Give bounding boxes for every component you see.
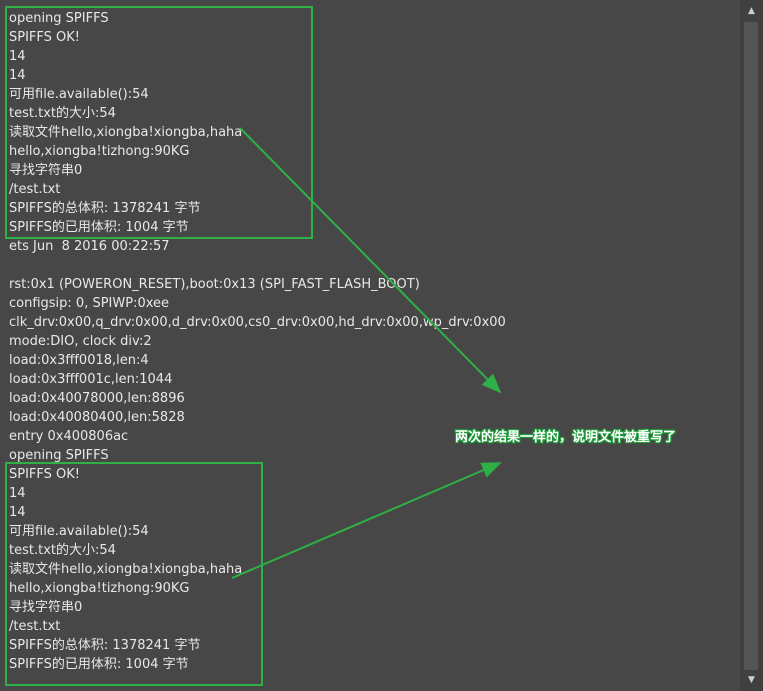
log-line: 读取文件hello,xiongba!xiongba,haha — [9, 562, 243, 577]
log-line: /test.txt — [9, 619, 61, 634]
log-line: 14 — [9, 505, 26, 520]
log-line: test.txt的大小:54 — [9, 543, 116, 558]
log-line: mode:DIO, clock div:2 — [9, 334, 152, 349]
log-line: load:0x3fff0018,len:4 — [9, 353, 149, 368]
log-line: ets Jun 8 2016 00:22:57 — [9, 239, 170, 254]
log-line: 读取文件hello,xiongba!xiongba,haha — [9, 125, 243, 140]
log-lines: opening SPIFFS SPIFFS OK! 14 14 可用file.avail… — [9, 9, 506, 674]
log-line: SPIFFS OK! — [9, 467, 81, 482]
log-line: 14 — [9, 68, 26, 83]
serial-monitor-output[interactable]: opening SPIFFS SPIFFS OK! 14 14 可用file.avail… — [0, 0, 740, 691]
log-line: load:0x3fff001c,len:1044 — [9, 372, 173, 387]
log-line: test.txt的大小:54 — [9, 106, 116, 121]
log-line: entry 0x400806ac — [9, 429, 129, 444]
log-line: opening SPIFFS — [9, 448, 109, 463]
log-line: 可用file.available():54 — [9, 87, 149, 102]
annotation-text: 两次的结果一样的，说明文件被重写了 — [455, 430, 677, 445]
log-line: load:0x40080400,len:5828 — [9, 410, 185, 425]
scroll-thumb[interactable] — [744, 22, 758, 670]
log-line: configsip: 0, SPIWP:0xee — [9, 296, 170, 311]
log-line: 寻找字符串0 — [9, 600, 83, 615]
log-line: load:0x40078000,len:8896 — [9, 391, 185, 406]
log-line: clk_drv:0x00,q_drv:0x00,d_drv:0x00,cs0_d… — [9, 315, 506, 330]
log-line: SPIFFS的已用体积: 1004 字节 — [9, 220, 189, 235]
log-line: hello,xiongba!tizhong:90KG — [9, 144, 190, 159]
log-line — [9, 256, 506, 275]
log-line: SPIFFS OK! — [9, 30, 81, 45]
log-line: SPIFFS的总体积: 1378241 字节 — [9, 638, 201, 653]
log-line: opening SPIFFS — [9, 11, 109, 26]
scroll-down-icon[interactable]: ▼ — [748, 675, 755, 685]
log-line: 14 — [9, 49, 26, 64]
scroll-up-icon[interactable]: ▲ — [748, 6, 755, 16]
log-line: hello,xiongba!tizhong:90KG — [9, 581, 190, 596]
vertical-scrollbar[interactable]: ▲ ▼ — [740, 0, 763, 691]
log-line: 14 — [9, 486, 26, 501]
log-line: 可用file.available():54 — [9, 524, 149, 539]
log-line: /test.txt — [9, 182, 61, 197]
log-line: 寻找字符串0 — [9, 163, 83, 178]
log-line: rst:0x1 (POWERON_RESET),boot:0x13 (SPI_F… — [9, 277, 420, 292]
log-line: SPIFFS的已用体积: 1004 字节 — [9, 657, 189, 672]
log-line: SPIFFS的总体积: 1378241 字节 — [9, 201, 201, 216]
